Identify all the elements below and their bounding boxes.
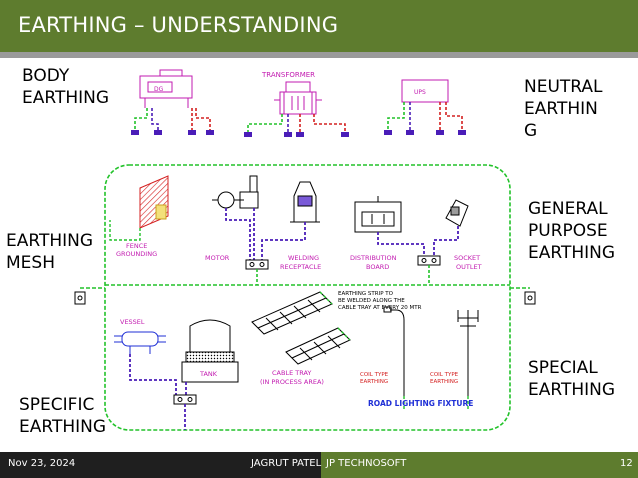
slide-title: EARTHING – UNDERSTANDING: [18, 13, 339, 37]
ups-label: UPS: [414, 89, 426, 96]
footer-date: Nov 23, 2024: [8, 458, 76, 469]
transformer-earth-pits: [244, 132, 349, 137]
socket-outlet: [445, 199, 469, 227]
earth-bar-left: [245, 259, 269, 270]
vessel: [114, 331, 166, 354]
distribution-board: [354, 196, 402, 233]
motor-label: MOTOR: [205, 254, 230, 262]
earth-bar-bottom: [173, 394, 197, 405]
earth-bar-right: [417, 255, 441, 266]
transformer-earthing-leads: [247, 114, 346, 132]
welding-receptacle: [290, 181, 320, 223]
tank: [181, 319, 239, 383]
motor-earthing-leads: [225, 208, 255, 262]
road-light-pole: [383, 306, 479, 396]
ups-earthing-leads: [387, 102, 463, 130]
cable-tray: [251, 291, 351, 365]
ups: [401, 79, 449, 103]
motor: [212, 175, 259, 209]
ups-earth-pits: [384, 130, 466, 135]
title-bar: [0, 0, 638, 52]
footer-accent: [321, 452, 638, 478]
title-divider: [0, 52, 638, 58]
earth-pit-icon: [74, 291, 536, 305]
dg-earth-pits: [131, 130, 214, 135]
dg-label: DG: [154, 86, 164, 93]
earthing-mesh-loop: [80, 164, 530, 431]
cable-tray-label: CABLE TRAY(IN PROCESS AREA): [260, 369, 324, 386]
road-lighting-label: ROAD LIGHTING FIXTURE: [368, 399, 473, 408]
transformer: [274, 81, 322, 115]
footer-page-number: 12: [620, 458, 633, 469]
footer-author: JAGRUT PATEL: [251, 458, 322, 469]
transformer-label: TRANSFORMER: [261, 71, 315, 79]
dg-set: [139, 69, 193, 108]
footer-company: JP TECHNOSOFT: [326, 458, 407, 469]
vessel-label: VESSEL: [120, 318, 145, 326]
dg-earthing-leads: [134, 108, 211, 130]
tank-label: TANK: [199, 370, 218, 378]
fence-grounding: [139, 175, 169, 229]
